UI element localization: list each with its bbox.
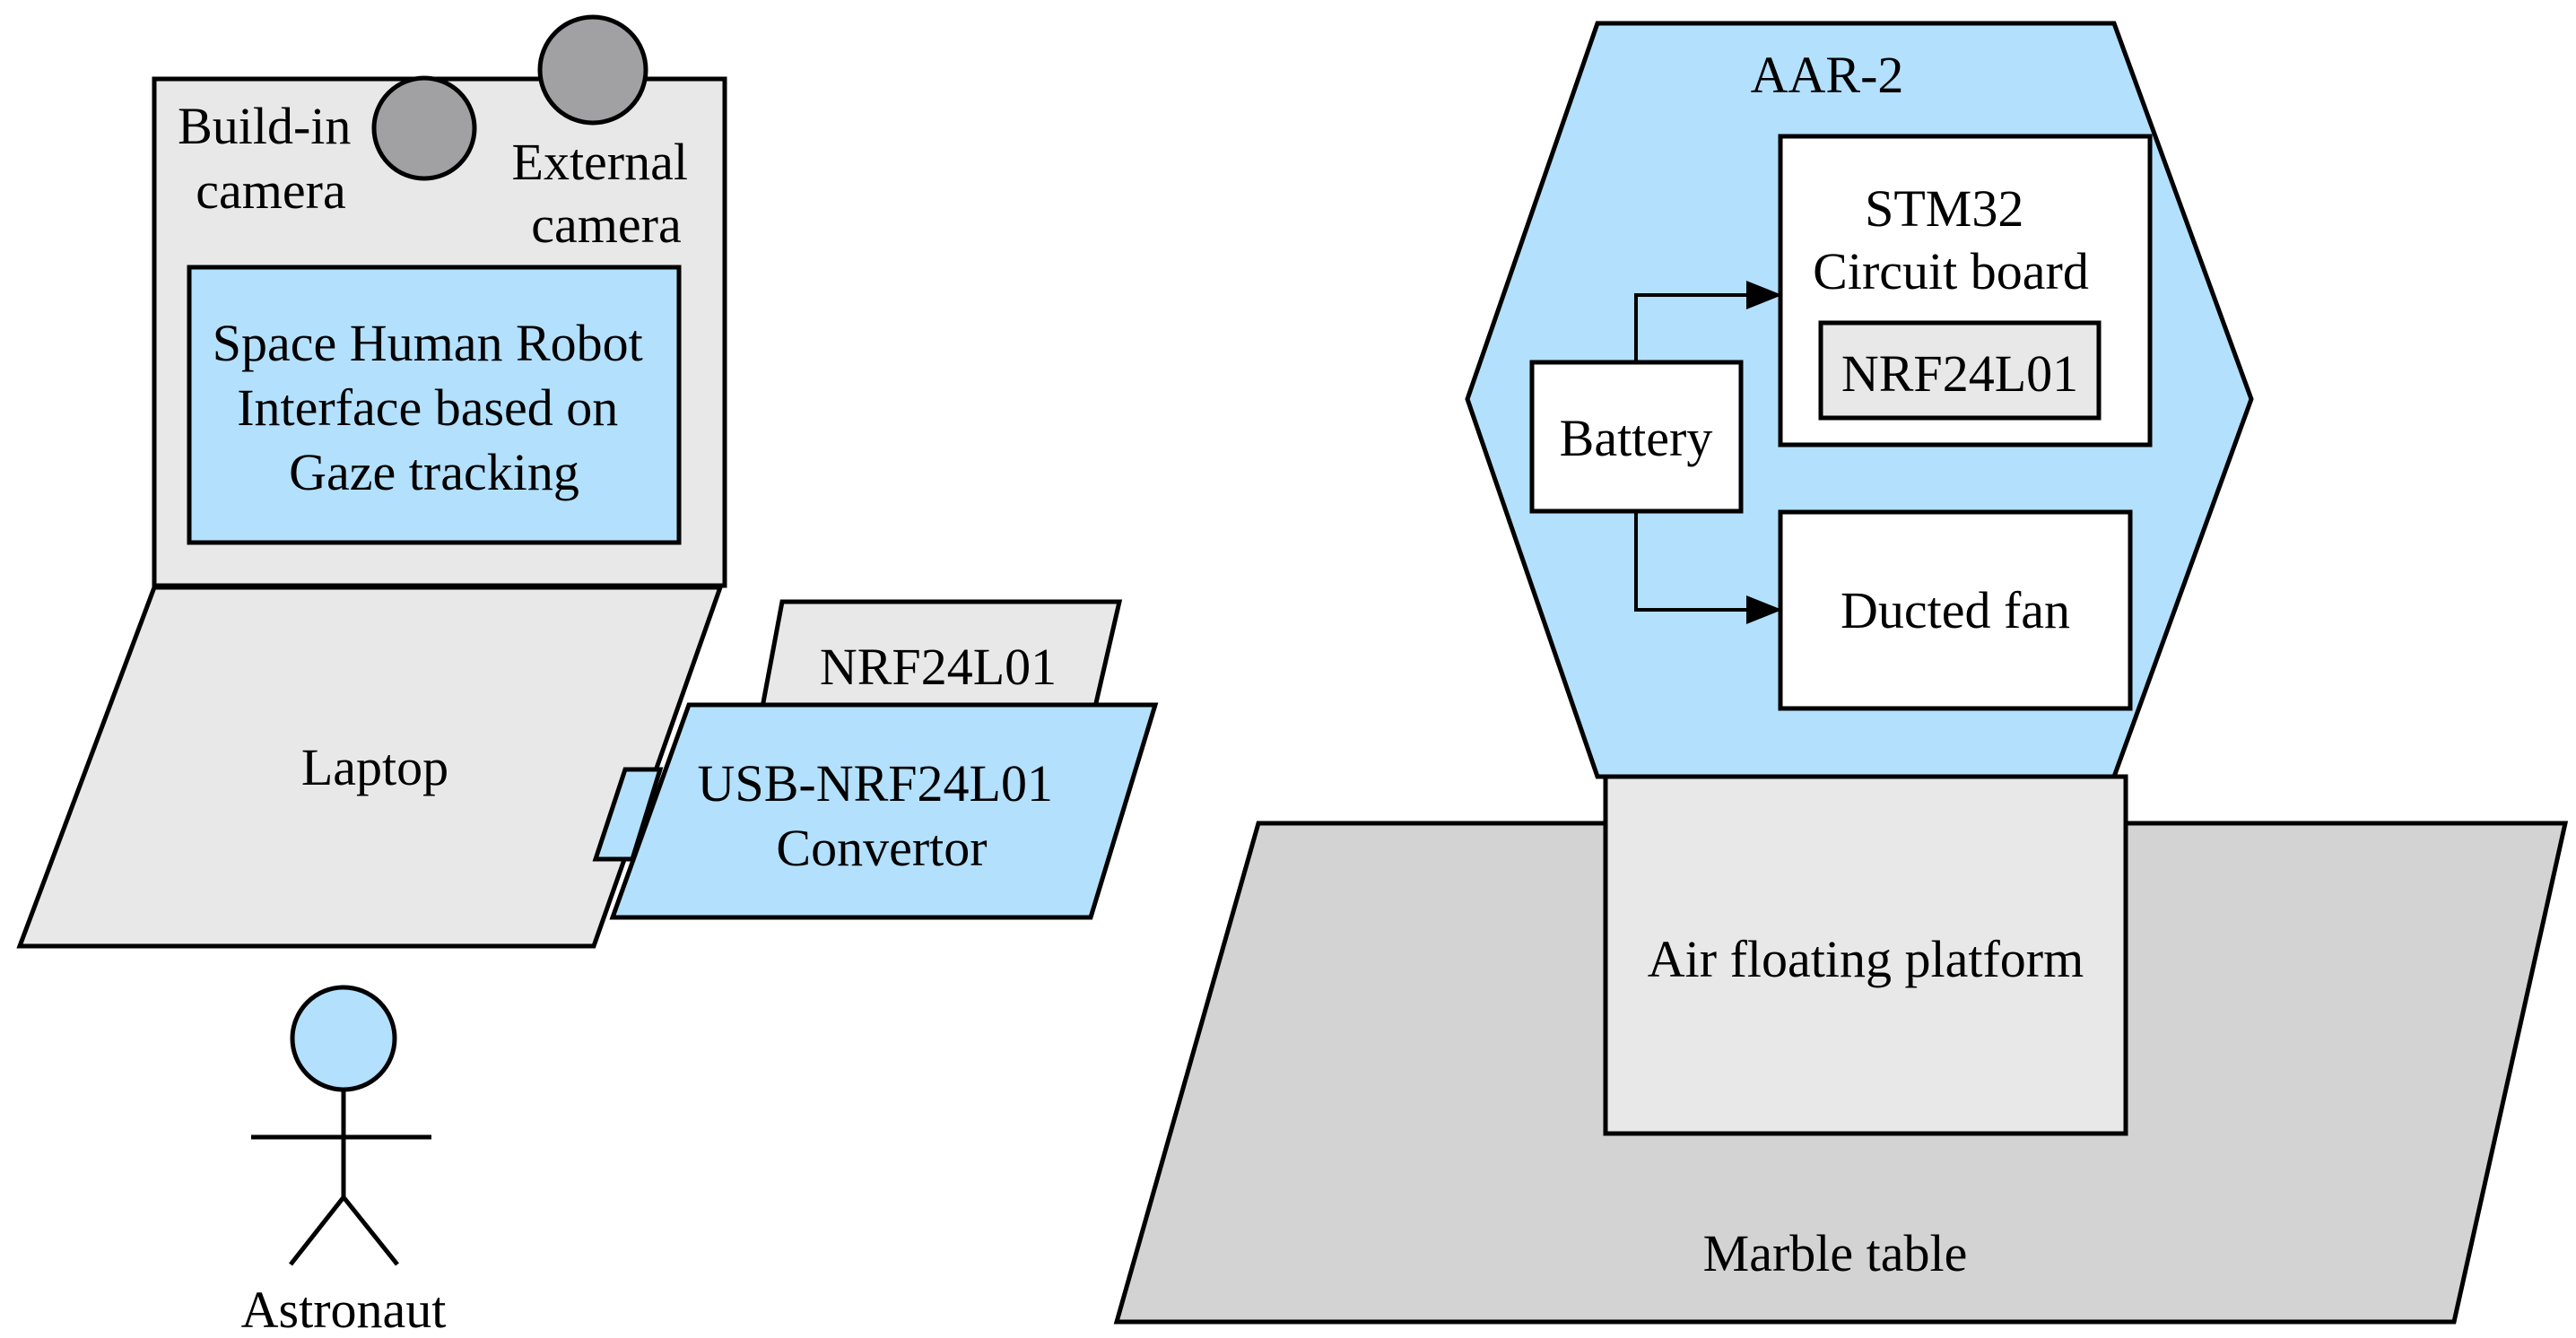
build-in-camera-label: Build-in camera: [178, 97, 364, 220]
air-floating-platform-label: Air floating platform: [1648, 930, 2084, 988]
battery-label: Battery: [1560, 409, 1713, 467]
gaze-interface-box: [187, 265, 682, 545]
astronaut-right-leg: [342, 1195, 399, 1266]
laptop-label: Laptop: [301, 738, 448, 796]
external-camera-icon: [537, 14, 648, 126]
astronaut-label: Astronaut: [241, 1281, 447, 1338]
battery-box: [1529, 360, 1744, 514]
ducted-fan-label: Ducted fan: [1841, 581, 2070, 639]
astronaut-figure: Astronaut: [241, 985, 447, 1338]
board-nrf-module: [1818, 320, 2102, 421]
gaze-interface-label: Space Human Robot Interface based on Gaz…: [213, 314, 657, 501]
robot-group: AAR-2 STM32 Circuit board NRF24L01 Batte…: [1465, 21, 2254, 779]
astronaut-head: [290, 985, 397, 1092]
robot-name: AAR-2: [1751, 46, 1904, 104]
battery-to-board-arrow: [1634, 281, 1782, 362]
usb-converter-body: [609, 702, 1159, 920]
usb-converter-group: NRF24L01 USB-NRF24L01 Convertor: [592, 599, 1159, 920]
nrf-module-left-label: NRF24L01: [820, 638, 1057, 696]
build-in-camera-icon: [371, 75, 477, 181]
astronaut-left-leg: [289, 1195, 345, 1266]
board-nrf-label: NRF24L01: [1841, 344, 2078, 403]
ducted-fan-box: [1778, 509, 2133, 711]
marble-table-label: Marble table: [1703, 1224, 1968, 1282]
laptop-group: Laptop Build-in camera External camera S…: [16, 14, 727, 949]
air-floating-platform: [1603, 774, 2128, 1136]
stm32-board-label: STM32 Circuit board: [1813, 179, 2089, 300]
external-camera-label: External camera: [512, 133, 701, 254]
battery-to-fan-arrow: [1634, 511, 1782, 624]
air-platform-group: Air floating platform: [1603, 774, 2128, 1136]
usb-converter-label: USB-NRF24L01 Convertor: [698, 754, 1066, 877]
